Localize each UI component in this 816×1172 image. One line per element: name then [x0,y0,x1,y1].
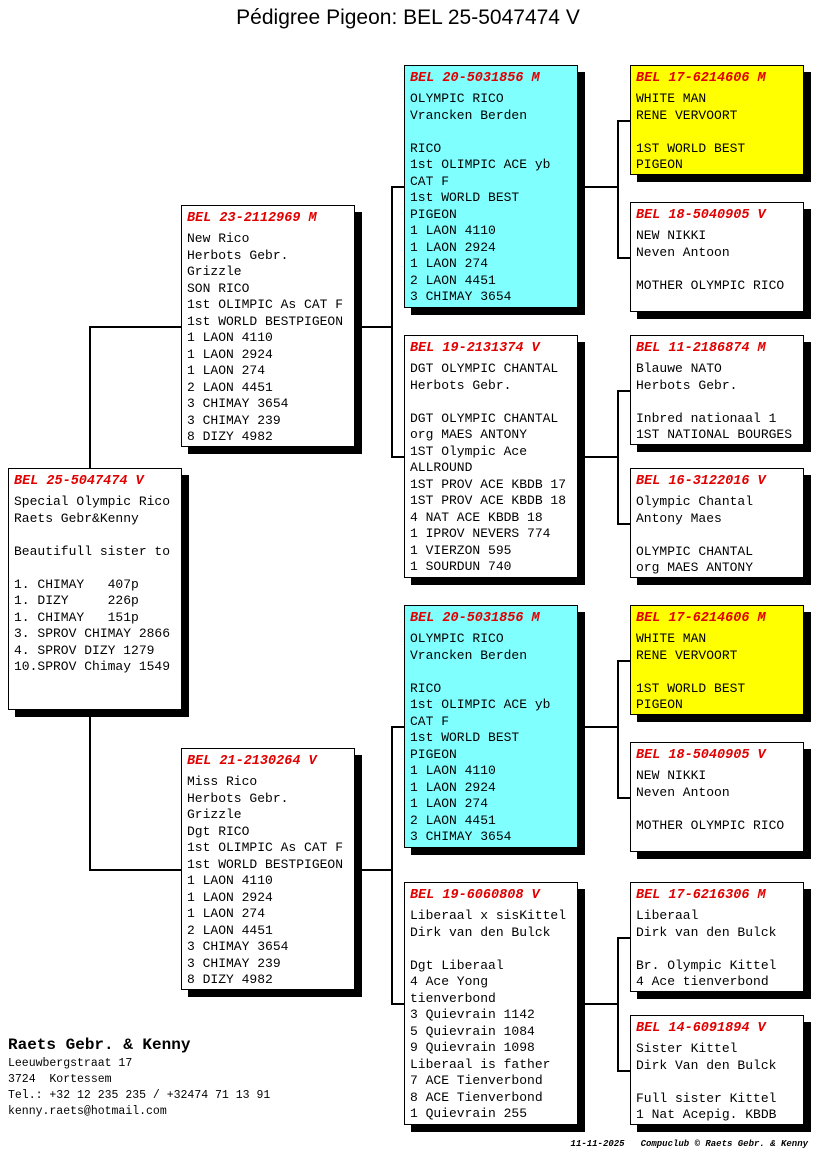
connector-line [89,869,181,871]
connector-line [617,937,619,1072]
owner-address-city: 3724 Kortessem [8,1073,112,1086]
owner-name: Raets Gebr. & Kenny [8,1036,191,1054]
pigeon-details: Olympic Chantal Antony Maes OLYMPIC CHAN… [636,494,754,575]
pedigree-box-pat-grandfather: BEL 20-5031856 M OLYMPIC RICO Vrancken B… [404,65,578,308]
connector-line [617,390,630,392]
connector-line [617,390,619,525]
connector-line [579,456,619,458]
ring-number: BEL 21-2130264 V [187,754,317,769]
footer-credit: Compuclub © Raets Gebr. & Kenny [640,1139,808,1149]
pedigree-box-mother: BEL 21-2130264 V Miss Rico Herbots Gebr.… [181,748,355,990]
ring-number: BEL 17-6214606 M [636,71,766,86]
connector-line [617,660,619,799]
ring-number: BEL 18-5040905 V [636,208,766,223]
pigeon-details: Blauwe NATO Herbots Gebr. Inbred nationa… [636,361,793,442]
footer-date: 11-11-2025 [570,1139,625,1149]
pigeon-details: Miss Rico Herbots Gebr. Grizzle Dgt RICO… [187,774,344,987]
connector-line [391,726,404,728]
pedigree-box-mat-grandmother: BEL 19-6060808 V Liberaal x sisKittel Di… [404,882,578,1125]
pigeon-details: WHITE MAN RENE VERVOORT 1ST WORLD BEST P… [636,91,746,172]
connector-line [617,120,619,259]
connector-line [391,726,393,1005]
connector-line [391,186,404,188]
owner-email: kenny.raets@hotmail.com [8,1105,167,1118]
owner-phone: Tel.: +32 12 235 235 / +32474 71 13 91 [8,1089,271,1102]
connector-line [579,186,619,188]
pedigree-box-ggp-8: BEL 14-6091894 V Sister Kittel Dirk Van … [630,1015,804,1125]
pedigree-box-ggp-3: BEL 11-2186874 M Blauwe NATO Herbots Geb… [630,335,804,445]
ring-number: BEL 20-5031856 M [410,611,540,626]
connector-line [617,797,630,799]
pigeon-details: NEW NIKKI Neven Antoon MOTHER OLYMPIC RI… [636,768,785,833]
ring-number: BEL 18-5040905 V [636,748,766,763]
connector-line [355,326,393,328]
pedigree-box-ggp-7: BEL 17-6216306 M Liberaal Dirk van den B… [630,882,804,992]
connector-line [579,726,619,728]
ring-number: BEL 25-5047474 V [14,474,144,489]
pigeon-details: NEW NIKKI Neven Antoon MOTHER OLYMPIC RI… [636,228,785,293]
ring-number: BEL 14-6091894 V [636,1021,766,1036]
owner-block: Raets Gebr. & Kenny Leeuwbergstraat 17 3… [8,1034,270,1120]
ring-number: BEL 20-5031856 M [410,71,540,86]
pedigree-box-ggp-6: BEL 18-5040905 V NEW NIKKI Neven Antoon … [630,742,804,852]
ring-number: BEL 17-6216306 M [636,888,766,903]
connector-line [89,326,91,468]
ring-number: BEL 11-2186874 M [636,341,766,356]
pigeon-details: OLYMPIC RICO Vrancken Berden RICO 1st OL… [410,631,551,844]
connector-line [617,937,630,939]
pigeon-details: WHITE MAN RENE VERVOORT 1ST WORLD BEST P… [636,631,746,712]
pedigree-box-ggp-4: BEL 16-3122016 V Olympic Chantal Antony … [630,468,804,578]
pedigree-box-ggp-5: BEL 17-6214606 M WHITE MAN RENE VERVOORT… [630,605,804,715]
pigeon-details: Liberaal Dirk van den Bulck Br. Olympic … [636,908,777,989]
ring-number: BEL 19-2131374 V [410,341,540,356]
pedigree-box-mat-grandfather: BEL 20-5031856 M OLYMPIC RICO Vrancken B… [404,605,578,848]
connector-line [617,660,630,662]
pedigree-box-pat-grandmother: BEL 19-2131374 V DGT OLYMPIC CHANTAL Her… [404,335,578,578]
connector-line [89,710,91,871]
pedigree-box-father: BEL 23-2112969 M New Rico Herbots Gebr. … [181,205,355,447]
pedigree-box-subject: BEL 25-5047474 V Special Olympic Rico Ra… [8,468,182,710]
connector-line [617,523,630,525]
connector-line [617,1070,630,1072]
pigeon-details: New Rico Herbots Gebr. Grizzle SON RICO … [187,231,344,444]
connector-line [391,456,404,458]
ring-number: BEL 16-3122016 V [636,474,766,489]
pigeon-details: DGT OLYMPIC CHANTAL Herbots Gebr. DGT OL… [410,361,567,574]
pedigree-box-ggp-1: BEL 17-6214606 M WHITE MAN RENE VERVOORT… [630,65,804,175]
pedigree-box-ggp-2: BEL 18-5040905 V NEW NIKKI Neven Antoon … [630,202,804,312]
connector-line [355,869,393,871]
pigeon-details: OLYMPIC RICO Vrancken Berden RICO 1st OL… [410,91,551,304]
pigeon-details: Liberaal x sisKittel Dirk van den Bulck … [410,908,567,1121]
connector-line [617,120,630,122]
connector-line [391,186,393,458]
connector-line [579,1003,619,1005]
connector-line [391,1003,404,1005]
owner-address-street: Leeuwbergstraat 17 [8,1057,133,1070]
ring-number: BEL 17-6214606 M [636,611,766,626]
footer: 11-11-2025 Compuclub © Raets Gebr. & Ken… [571,1139,808,1149]
connector-line [89,326,181,328]
ring-number: BEL 19-6060808 V [410,888,540,903]
pigeon-details: Special Olympic Rico Raets Gebr&Kenny Be… [14,494,171,674]
pigeon-details: Sister Kittel Dirk Van den Bulck Full si… [636,1041,777,1122]
connector-line [617,257,630,259]
page-title: Pédigree Pigeon: BEL 25-5047474 V [236,6,580,29]
ring-number: BEL 23-2112969 M [187,211,317,226]
